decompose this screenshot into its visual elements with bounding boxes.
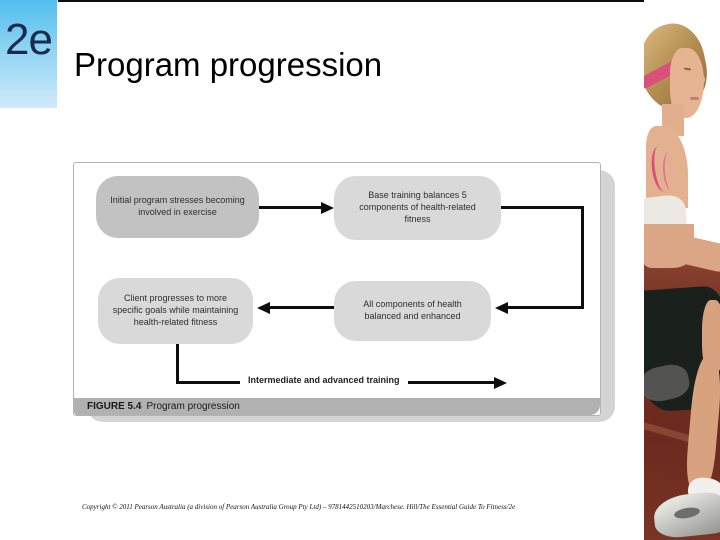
copyright-footer: Copyright © 2011 Pearson Australia (a di… — [82, 503, 516, 511]
edition-logo: 2e — [0, 0, 57, 108]
connector-b-d-vertical-line — [581, 206, 584, 309]
athlete-photo — [644, 0, 720, 540]
connector-d-c-line — [270, 306, 334, 309]
connector-a-b-arrowhead-icon — [321, 201, 334, 214]
slide-title: Program progression — [74, 46, 383, 83]
athlete-lips — [690, 97, 699, 100]
connector-c-exit-arrowhead-icon — [494, 376, 507, 389]
connector-a-b-line — [259, 206, 321, 209]
figure-caption-number: FIGURE 5.4 — [87, 401, 142, 412]
connector-b-d-bottom-line — [508, 306, 584, 309]
connector-c-exit-vertical-line — [176, 344, 179, 384]
connector-b-d-top-line — [501, 206, 584, 209]
athlete-torso — [644, 224, 694, 268]
figure-panel: Initial program stresses becoming involv… — [73, 162, 601, 416]
flow-node-client-progresses: Client progresses to more specific goals… — [98, 278, 253, 344]
flow-node-all-components: All components of health balanced and en… — [334, 281, 491, 341]
figure-caption: FIGURE 5.4 Program progression — [74, 398, 600, 415]
figure-5-4: Initial program stresses becoming involv… — [73, 162, 618, 424]
top-rule-line — [58, 0, 655, 2]
connector-d-c-arrowhead-icon — [257, 301, 270, 314]
flow-node-base-training: Base training balances 5 components of h… — [334, 176, 501, 240]
flowchart: Initial program stresses becoming involv… — [74, 163, 600, 398]
flow-node-initial-program: Initial program stresses becoming involv… — [96, 176, 259, 238]
flow-exit-label: Intermediate and advanced training — [240, 375, 408, 385]
connector-b-d-arrowhead-icon — [495, 301, 508, 314]
figure-caption-title: Program progression — [146, 401, 240, 412]
